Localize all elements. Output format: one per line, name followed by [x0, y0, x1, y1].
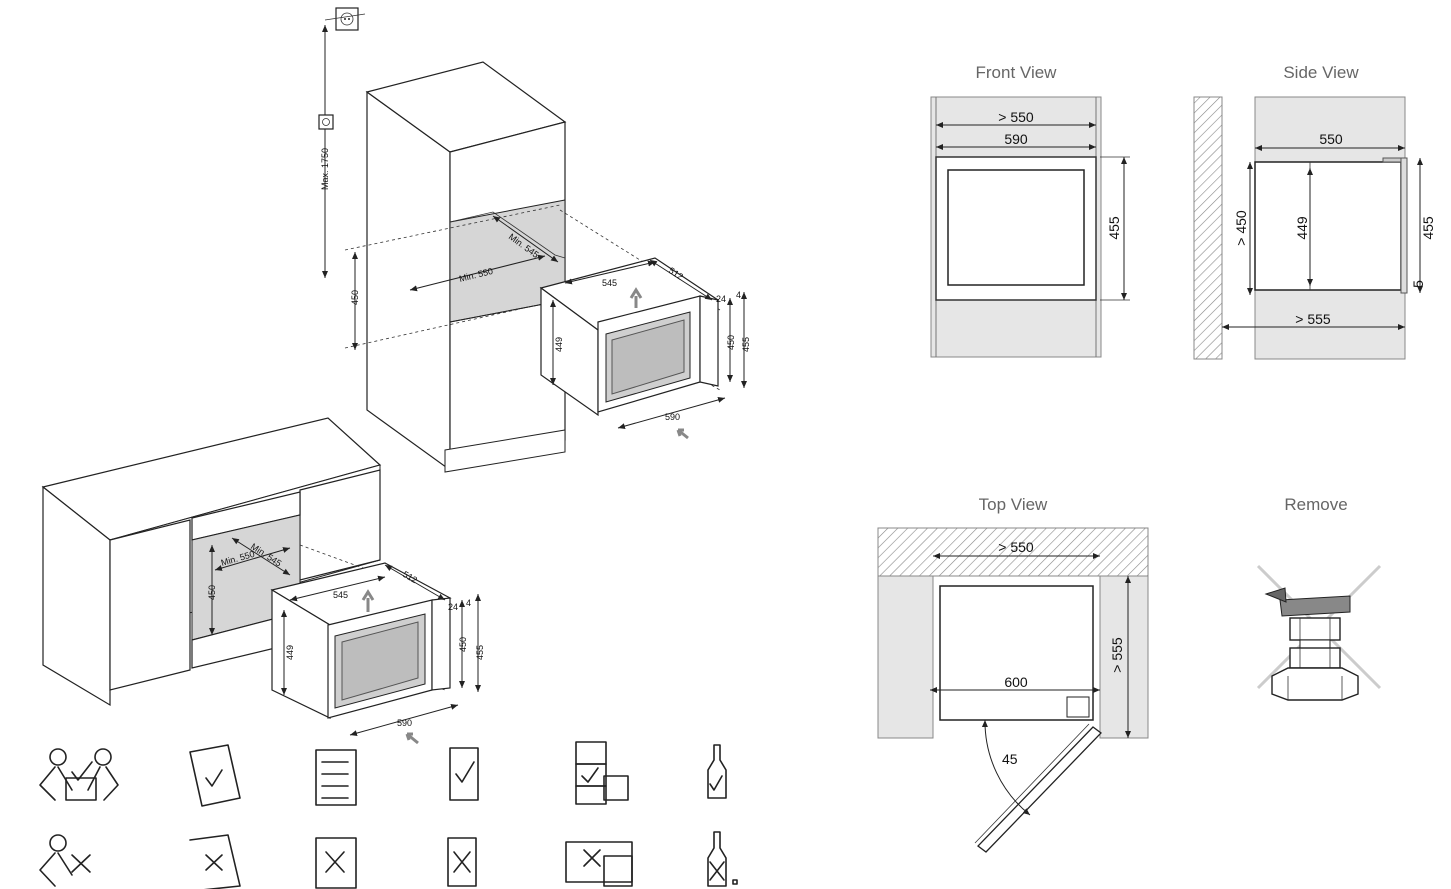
svg-text:590: 590 [1004, 131, 1028, 147]
svg-text:455: 455 [475, 645, 485, 660]
svg-text:45: 45 [1002, 751, 1018, 767]
remove-feet-illustration: Remove [1256, 495, 1382, 701]
svg-text:449: 449 [285, 645, 295, 660]
svg-text:450: 450 [350, 290, 360, 305]
svg-text:> 550: > 550 [998, 539, 1034, 555]
door-cross-icon [447, 837, 477, 887]
svg-text:455: 455 [1106, 216, 1122, 240]
front-view: Front View > 550 590 455 [930, 63, 1130, 358]
svg-text:450: 450 [458, 637, 468, 652]
checklist-icon [315, 749, 357, 806]
front-view-title: Front View [976, 63, 1058, 82]
svg-text:600: 600 [1004, 674, 1028, 690]
svg-text:24: 24 [448, 602, 458, 612]
door-check-icon [449, 747, 479, 801]
svg-text:450: 450 [726, 335, 736, 350]
two-people-lift-icon [39, 748, 119, 801]
svg-text:550: 550 [1319, 131, 1343, 147]
svg-text:> 555: > 555 [1109, 637, 1125, 673]
svg-text:4: 4 [736, 290, 741, 300]
base-cabinet-illustration: 450 Min. 550 Min. 545 545 512 24 4 449 4… [41, 417, 485, 745]
svg-text:4: 4 [466, 598, 471, 608]
svg-text:5: 5 [1410, 280, 1426, 288]
top-view-title: Top View [979, 495, 1048, 514]
svg-text:590: 590 [397, 718, 412, 728]
svg-text:449: 449 [1294, 216, 1310, 240]
wall-socket-icon [324, 7, 366, 31]
manual-check-icon [189, 744, 241, 807]
svg-text:455: 455 [1420, 216, 1436, 240]
max-1750-label: Max. 1750 [320, 148, 330, 190]
manual-cross-icon [189, 834, 241, 889]
svg-text:455: 455 [741, 337, 751, 352]
one-person-lift-no-icon [39, 834, 91, 887]
svg-text:> 555: > 555 [1295, 311, 1331, 327]
bottle-check-icon [707, 744, 727, 799]
checklist-cross-icon [315, 837, 357, 889]
side-view-title: Side View [1283, 63, 1359, 82]
svg-text:24: 24 [716, 294, 726, 304]
svg-text:> 450: > 450 [1233, 210, 1249, 246]
top-view: Top View > 550 > 555 600 45 [877, 495, 1149, 853]
shelf-stack-check-icon [575, 741, 629, 805]
svg-text:545: 545 [333, 590, 348, 600]
side-view: Side View 550 > 450 449 455 5 > 555 [1193, 63, 1436, 360]
svg-text:545: 545 [602, 278, 617, 288]
tall-cabinet-illustration: Max. 1750 450 Min. 550 Min. 545 545 512 … [318, 7, 751, 473]
plug-icon [318, 114, 334, 130]
remove-title: Remove [1284, 495, 1347, 514]
svg-text:449: 449 [554, 337, 564, 352]
svg-text:590: 590 [665, 412, 680, 422]
bottle-cross-icon [707, 831, 738, 887]
cabinet-cross-icon [565, 841, 633, 887]
svg-text:450: 450 [207, 585, 217, 600]
svg-text:> 550: > 550 [998, 109, 1034, 125]
